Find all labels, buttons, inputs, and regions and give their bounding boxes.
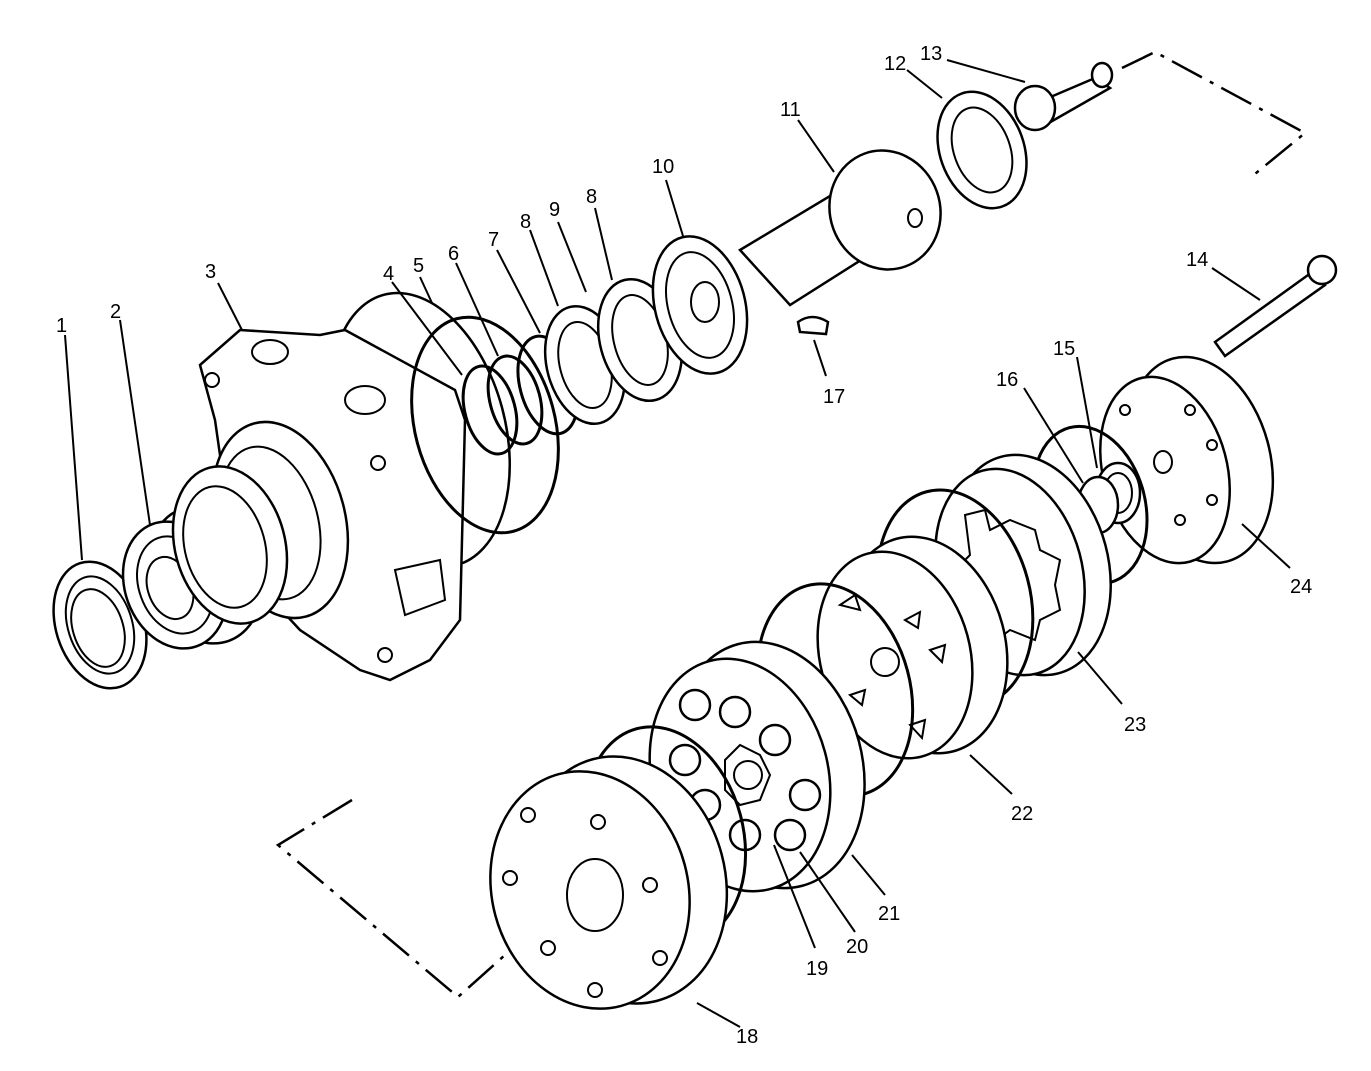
- parts-4-6-7-rings: [461, 334, 580, 456]
- callout-17: 17: [823, 386, 845, 408]
- callout-1: 1: [56, 315, 67, 337]
- part-17-key: [796, 315, 830, 336]
- part-3-housing: [171, 291, 511, 682]
- part-10-thrust-bearing: [651, 235, 749, 375]
- callout-7: 7: [488, 229, 499, 251]
- part-5-o-ring: [410, 315, 560, 535]
- callout-14: 14: [1186, 249, 1208, 271]
- callout-8-left: 8: [520, 211, 531, 233]
- parts-19-20-21-rotor: [648, 582, 915, 893]
- callout-22: 22: [1011, 803, 1033, 825]
- callout-13: 13: [920, 43, 942, 65]
- callout-21: 21: [878, 903, 900, 925]
- callout-19: 19: [806, 958, 828, 980]
- connector-line-top: [1121, 50, 1308, 179]
- callout-6: 6: [448, 243, 459, 265]
- callout-15: 15: [1053, 338, 1075, 360]
- callout-8-right: 8: [586, 186, 597, 208]
- callout-20: 20: [846, 936, 868, 958]
- callout-16: 16: [996, 369, 1018, 391]
- callout-11: 11: [780, 99, 801, 121]
- part-1-seal: [52, 560, 148, 690]
- part-18-rear-plate: [489, 725, 748, 1010]
- callout-4: 4: [383, 263, 394, 285]
- callout-labels: 1 2 3 4 5 6 7 8 9 8 10 11 12 13 14 15 16…: [56, 43, 1312, 1048]
- callout-12: 12: [884, 53, 906, 75]
- part-11-shaft: [738, 149, 942, 307]
- part-22-valve-plate: [816, 488, 1035, 760]
- callout-2: 2: [110, 301, 121, 323]
- callout-24: 24: [1290, 576, 1312, 598]
- parts-12-13-drive: [936, 61, 1114, 210]
- callout-9: 9: [549, 199, 560, 221]
- callout-10: 10: [652, 156, 674, 178]
- part-14-bolt: [1213, 254, 1338, 358]
- parts-15-16-seals: [1031, 424, 1149, 586]
- callout-23: 23: [1124, 714, 1146, 736]
- callout-18: 18: [736, 1026, 758, 1048]
- callout-3: 3: [205, 261, 216, 283]
- leader-lines: [64, 59, 1291, 1028]
- callout-5: 5: [413, 255, 424, 277]
